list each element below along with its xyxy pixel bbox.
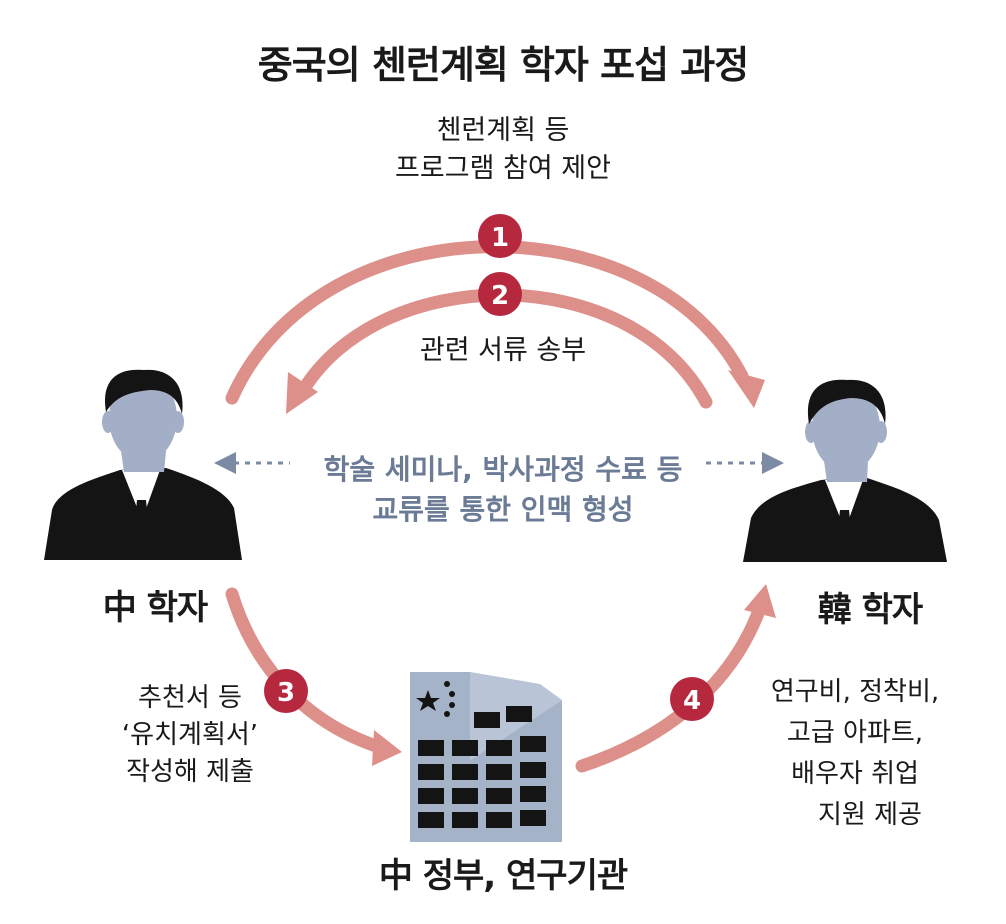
chinese-scholar-label: 中 학자 — [102, 588, 208, 628]
step2-badge: 2 — [478, 272, 522, 316]
step1-badge: 1 — [478, 214, 522, 258]
office-building-icon — [410, 672, 562, 842]
step2-number: 2 — [491, 281, 509, 311]
exchange-arrow-left — [214, 452, 290, 474]
step4-line: 연구비, 정착비, — [770, 677, 940, 707]
step3-badge: 3 — [264, 669, 308, 713]
korean-scholar-label: 韓 학자 — [817, 590, 923, 630]
step1-number: 1 — [491, 223, 509, 253]
step4-line: 지원 제공 — [818, 800, 922, 830]
step3-line: 작성해 제출 — [126, 757, 254, 787]
step1-line: 프로그램 참여 제안 — [395, 153, 611, 184]
page-title: 중국의 첸런계획 학자 포섭 과정 — [257, 43, 749, 87]
step4-line: 배우자 취업 — [791, 759, 919, 789]
step3-line: ‘유치계획서’ — [121, 720, 259, 750]
step4-badge: 4 — [670, 677, 714, 721]
person-suit-icon — [44, 369, 242, 560]
step3-line: 추천서 등 — [138, 683, 242, 713]
step3-number: 3 — [277, 678, 295, 708]
step4-label: 연구비, 정착비, 고급 아파트, 배우자 취업 지원 제공 — [720, 672, 990, 836]
exchange-arrow-right — [706, 452, 784, 474]
step3-label: 추천서 등 ‘유치계획서’ 작성해 제출 — [60, 680, 320, 791]
step4-number: 4 — [683, 686, 701, 716]
step4-line: 고급 아파트, — [786, 718, 924, 748]
government-label: 中 정부, 연구기관 — [378, 856, 628, 896]
step2-label: 관련 서류 송부 — [303, 332, 703, 370]
exchange-line: 교류를 통한 인맥 형성 — [372, 493, 634, 526]
exchange-line: 학술 세미나, 박사과정 수료 등 — [323, 453, 683, 486]
exchange-label: 학술 세미나, 박사과정 수료 등 교류를 통한 인맥 형성 — [253, 450, 753, 530]
step1-label: 첸런계획 등 프로그램 참여 제안 — [303, 112, 703, 188]
step2-line: 관련 서류 송부 — [419, 335, 587, 366]
step1-line: 첸런계획 등 — [436, 115, 570, 146]
person-suit-icon — [743, 379, 947, 562]
china-stars-icon — [416, 681, 455, 717]
